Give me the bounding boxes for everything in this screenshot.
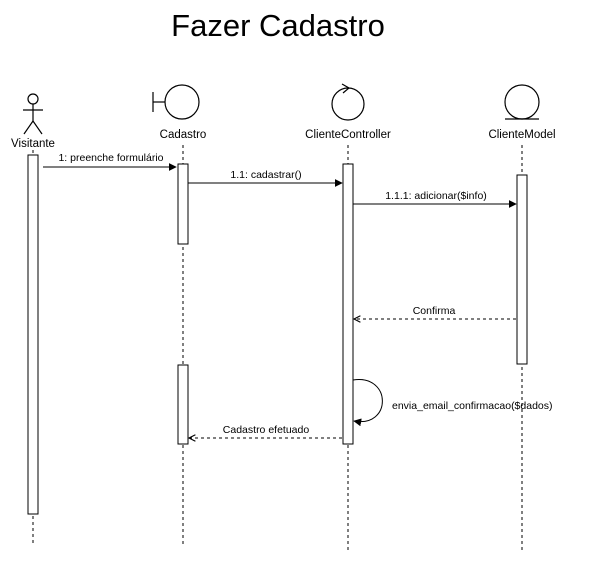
activation-cadastro-2 [177, 364, 189, 445]
message-arrow-5 [352, 379, 383, 427]
message-label-6: Cadastro efetuado [223, 424, 310, 436]
activation-controller [342, 163, 354, 445]
control-icon [331, 83, 365, 121]
participant-controller-label: ClienteController [305, 129, 391, 141]
boundary-icon [152, 84, 200, 120]
participant-cadastro-label: Cadastro [160, 129, 207, 141]
message-label-4: Confirma [413, 305, 456, 317]
message-label-3: 1.1.1: adicionar($info) [385, 190, 487, 202]
activation-model [516, 174, 528, 365]
activation-cadastro-1 [177, 163, 189, 245]
message-label-2: 1.1: cadastrar() [230, 169, 301, 181]
activation-visitante [27, 154, 39, 515]
diagram-title: Fazer Cadastro [171, 8, 385, 43]
entity-icon [504, 84, 540, 120]
message-label-5: envia_email_confirmacao($dados) [392, 400, 553, 412]
participant-visitante-label: Visitante [11, 138, 55, 150]
actor-icon [23, 93, 43, 135]
message-label-1: 1: preenche formulário [58, 152, 163, 164]
participant-model-label: ClienteModel [488, 129, 555, 141]
